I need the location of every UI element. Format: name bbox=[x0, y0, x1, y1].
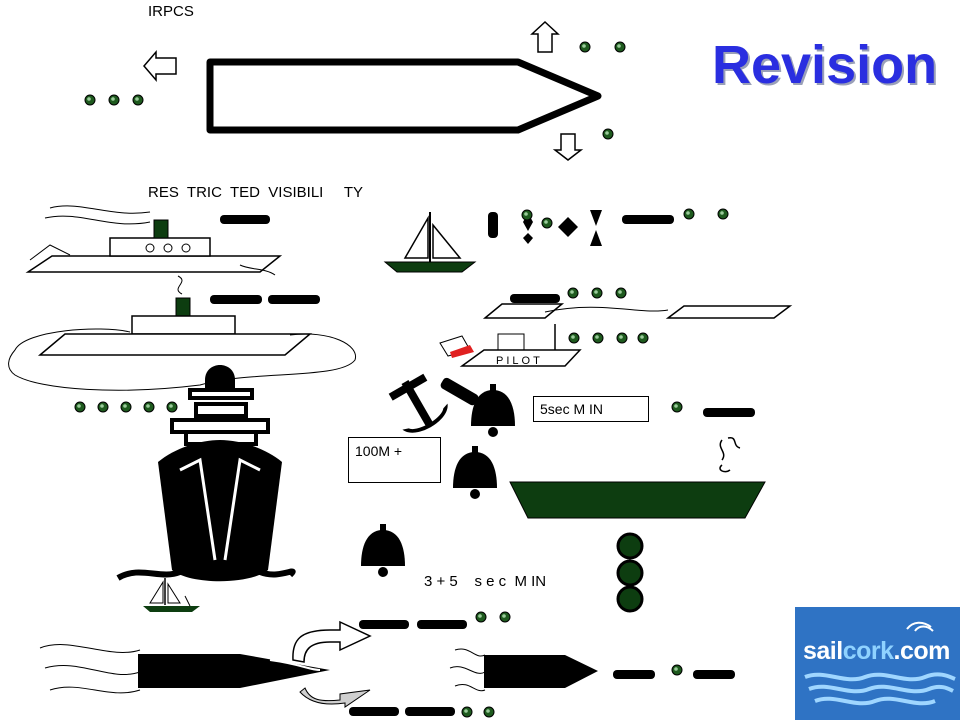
bell-icon bbox=[361, 524, 405, 577]
prolonged-blast-dash bbox=[703, 408, 755, 417]
short-blast-dash bbox=[693, 670, 735, 679]
aground-balls bbox=[616, 532, 644, 613]
bell-icon bbox=[453, 446, 497, 499]
signal-dots-left bbox=[74, 401, 178, 413]
towed-barge bbox=[665, 305, 793, 319]
motor-vessel-1 bbox=[25, 205, 283, 276]
logo-text: sailcork.com bbox=[803, 637, 950, 666]
sailing-yacht-1 bbox=[383, 212, 477, 273]
slide-title: Revision bbox=[712, 35, 938, 95]
prolonged-blast-dash bbox=[210, 295, 262, 304]
left-arrow-icon bbox=[143, 49, 177, 83]
restricted-visibility-label: RES TRIC TED VISIBILI TY bbox=[148, 184, 364, 201]
logo-text-cork: cork bbox=[842, 637, 894, 665]
overtaking-vessel-1 bbox=[39, 644, 330, 694]
overtake-arrow-icon bbox=[299, 687, 371, 708]
prolonged-blast-dash bbox=[510, 294, 560, 303]
pilot-label: PILOT bbox=[496, 355, 543, 367]
down-arrow-icon bbox=[552, 133, 584, 161]
motor-vessel-2 bbox=[8, 275, 356, 391]
prolonged-blast-dash bbox=[405, 707, 455, 716]
sailing-yacht-2 bbox=[143, 578, 200, 612]
towing-vessel bbox=[482, 303, 565, 319]
wave-icon bbox=[804, 621, 956, 706]
overtaking-vessel-2 bbox=[449, 648, 598, 692]
bell-icon bbox=[471, 384, 515, 437]
five-sec-min-box: 5sec M IN bbox=[533, 396, 649, 422]
overtake-arrow-icon bbox=[292, 620, 372, 663]
prolonged-blast-dash bbox=[349, 707, 399, 716]
irpcs-label: IRPCS bbox=[148, 3, 194, 20]
short-blast-dash bbox=[613, 670, 655, 679]
up-arrow-icon bbox=[530, 20, 560, 53]
anchor-icon bbox=[388, 373, 479, 433]
prolonged-blast-dash bbox=[359, 620, 409, 629]
power-vessel-arrow-shape bbox=[206, 58, 602, 134]
sailcork-logo: sailcork.com bbox=[795, 607, 960, 720]
signal-dots-top bbox=[84, 41, 626, 140]
logo-text-sail: sail bbox=[803, 637, 843, 665]
prolonged-blast-dash bbox=[220, 215, 270, 224]
prolonged-blast-dash bbox=[268, 295, 320, 304]
sound-3-5-sec-label: 3 + 5 s e c M IN bbox=[424, 573, 547, 590]
pilot-vessel bbox=[439, 324, 582, 367]
logo-text-com: .com bbox=[893, 637, 951, 665]
hundred-metre-box: 100M + bbox=[348, 437, 441, 483]
prolonged-blast-dash bbox=[417, 620, 467, 629]
aground-vessel-hull bbox=[509, 481, 766, 519]
prolonged-blast-dash bbox=[622, 215, 674, 224]
large-ship-bow bbox=[116, 365, 296, 582]
